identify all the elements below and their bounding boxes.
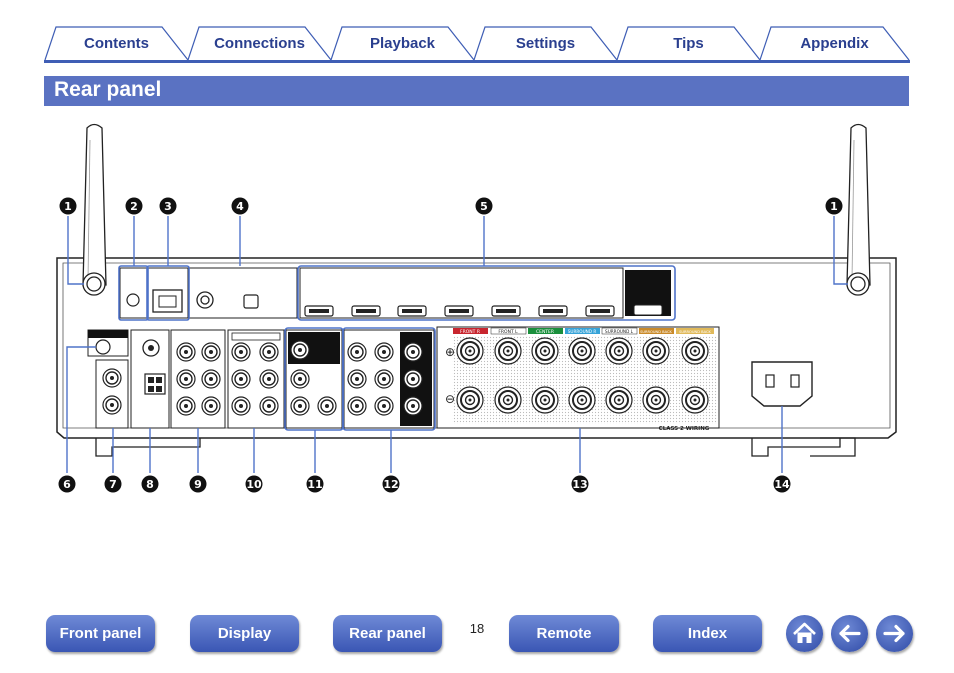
- tab-connections-label: Connections: [214, 34, 305, 52]
- svg-text:9: 9: [194, 478, 202, 491]
- home-icon: [793, 622, 816, 643]
- svg-text:8: 8: [146, 478, 154, 491]
- page-number: 18: [469, 621, 485, 636]
- antenna-left: [82, 123, 107, 296]
- callout-3: 3: [159, 197, 177, 215]
- tab-settings[interactable]: Settings: [473, 26, 618, 60]
- tab-settings-label: Settings: [515, 34, 576, 52]
- callout-12: 12: [382, 475, 400, 493]
- index-button[interactable]: Index: [653, 615, 762, 652]
- tab-tips[interactable]: Tips: [616, 26, 761, 60]
- svg-text:FRONT L: FRONT L: [498, 329, 518, 335]
- svg-text:SURROUND BACK: SURROUND BACK: [640, 330, 672, 334]
- svg-text:13: 13: [572, 478, 587, 491]
- tab-contents[interactable]: Contents: [44, 26, 189, 60]
- arrow-right-icon: [883, 624, 905, 643]
- svg-text:4: 4: [236, 200, 244, 213]
- callout-11: 11: [306, 475, 324, 493]
- svg-text:10: 10: [246, 478, 262, 491]
- tab-playback-label: Playback: [369, 34, 436, 52]
- callout-lines: [66, 216, 848, 473]
- top-row-modules: [119, 267, 671, 319]
- arrow-left-icon: [839, 624, 861, 643]
- callout-1-right: 1: [825, 197, 843, 215]
- callout-10: 10: [245, 475, 263, 493]
- tab-appendix-label: Appendix: [800, 34, 869, 52]
- svg-text:SURROUND BACK: SURROUND BACK: [679, 330, 711, 334]
- svg-text:7: 7: [109, 478, 117, 491]
- svg-text:CENTER: CENTER: [536, 329, 554, 335]
- speaker-terminals: ⊕ ⊖ FRONT R FRONT L CENTER SURROUND R SU…: [436, 326, 720, 432]
- callout-13: 13: [571, 475, 589, 493]
- rear-panel-button[interactable]: Rear panel: [333, 615, 442, 652]
- title-bar: Rear panel: [44, 76, 909, 106]
- svg-text:FRONT R: FRONT R: [460, 329, 480, 335]
- chapter-tabs: Contents Connections Playback Settings T…: [44, 26, 910, 62]
- callout-7: 7: [104, 475, 122, 493]
- svg-text:SURROUND L: SURROUND L: [605, 329, 634, 334]
- lower-row-modules: [87, 329, 435, 429]
- page-title: Rear panel: [54, 78, 162, 101]
- svg-text:12: 12: [383, 478, 398, 491]
- tab-appendix[interactable]: Appendix: [759, 26, 910, 60]
- svg-text:5: 5: [480, 200, 488, 213]
- svg-text:3: 3: [164, 200, 172, 213]
- callout-14: 14: [773, 475, 791, 493]
- tab-underline: [44, 60, 910, 63]
- svg-text:6: 6: [63, 478, 71, 491]
- svg-text:2: 2: [130, 200, 138, 213]
- forward-button[interactable]: [876, 615, 913, 652]
- home-button[interactable]: [786, 615, 823, 652]
- svg-text:CLASS 2 WIRING: CLASS 2 WIRING: [659, 426, 710, 432]
- svg-text:1: 1: [64, 200, 72, 213]
- display-button[interactable]: Display: [190, 615, 299, 652]
- tab-contents-label: Contents: [84, 34, 149, 52]
- antenna-right: [846, 123, 871, 296]
- svg-text:14: 14: [774, 478, 790, 491]
- callout-5: 5: [475, 197, 493, 215]
- svg-text:⊖: ⊖: [445, 392, 455, 406]
- svg-text:⊕: ⊕: [445, 345, 455, 359]
- back-button[interactable]: [831, 615, 868, 652]
- svg-text:SURROUND R: SURROUND R: [568, 329, 597, 334]
- callout-8: 8: [141, 475, 159, 493]
- callout-2: 2: [125, 197, 143, 215]
- tab-playback[interactable]: Playback: [330, 26, 475, 60]
- callout-4: 4: [231, 197, 249, 215]
- svg-text:11: 11: [307, 478, 322, 491]
- callout-6: 6: [58, 475, 76, 493]
- svg-text:1: 1: [830, 200, 838, 213]
- callout-1-left: 1: [59, 197, 77, 215]
- front-panel-button[interactable]: Front panel: [46, 615, 155, 652]
- tab-tips-label: Tips: [673, 34, 704, 52]
- callout-9: 9: [189, 475, 207, 493]
- tab-connections[interactable]: Connections: [187, 26, 332, 60]
- ac-inlet: [751, 361, 813, 407]
- remote-button[interactable]: Remote: [509, 615, 619, 652]
